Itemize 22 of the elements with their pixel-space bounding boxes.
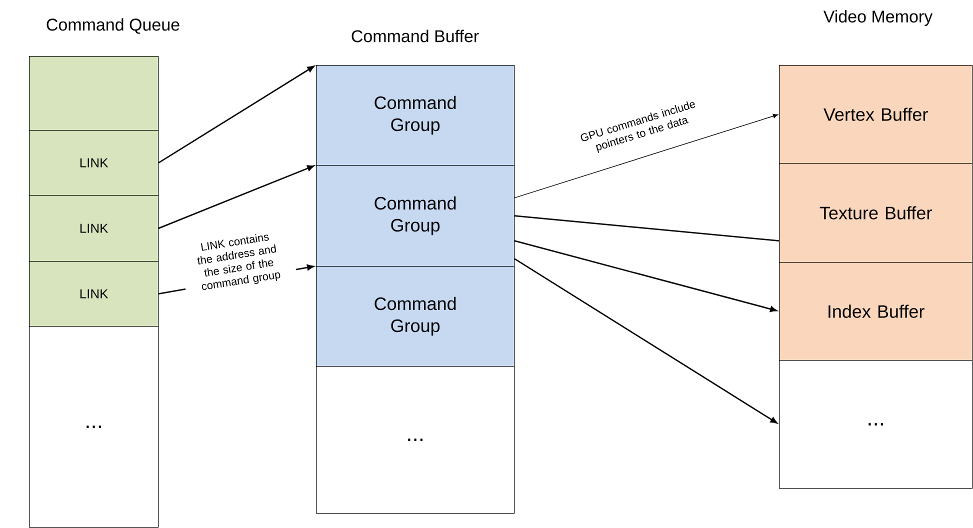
empty-cell: ...: [316, 366, 515, 514]
buffer-cell: Command Group: [316, 266, 515, 367]
queue-cell: LINK: [29, 195, 159, 262]
column-title: Command Queue: [46, 18, 180, 34]
empty-cell: ...: [29, 326, 159, 528]
queue-cell: LINK: [29, 130, 159, 196]
buffer-cell: Command Group: [316, 165, 515, 267]
queue-cell: [29, 56, 159, 131]
memory-cell: Vertex Buffer: [779, 65, 973, 164]
arrow: [514, 240, 778, 312]
column-title: Video Memory: [823, 10, 933, 26]
buffer-cell: Command Group: [316, 65, 515, 166]
arrow: [158, 165, 314, 229]
arrow: [514, 258, 778, 424]
empty-cell: ...: [779, 360, 973, 489]
arrow: [158, 66, 314, 164]
edge-label: LINK contains the address and the size of the command group: [178, 228, 298, 296]
memory-cell: Index Buffer: [779, 262, 973, 361]
memory-cell: Texture Buffer: [779, 163, 973, 263]
queue-cell: LINK: [29, 261, 159, 327]
column-title: Command Buffer: [352, 30, 479, 42]
arrow: [514, 114, 778, 198]
